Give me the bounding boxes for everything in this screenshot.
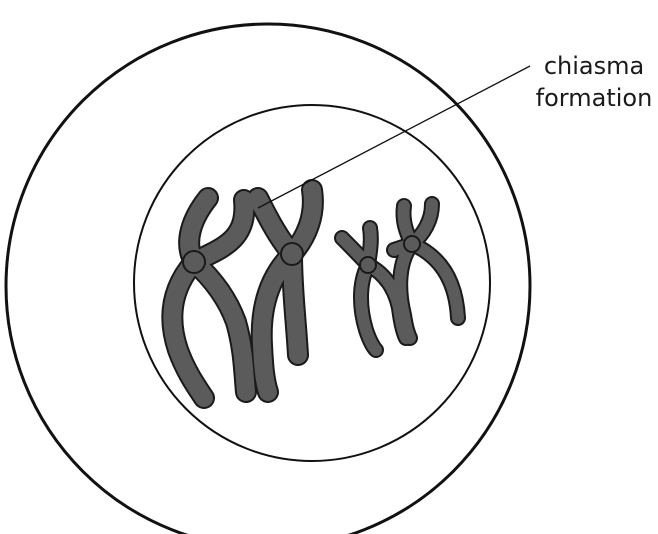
chromatid-fill — [292, 254, 298, 355]
large-homologous-pair — [172, 190, 313, 398]
label-formation: formation — [536, 84, 653, 112]
centromere — [281, 243, 303, 265]
centromere — [360, 257, 376, 273]
centromere — [404, 236, 420, 252]
label-chiasma: chiasma — [544, 52, 644, 80]
chromatid-fill — [400, 244, 412, 338]
leader-line — [258, 66, 530, 208]
chromatid-fill — [194, 262, 246, 392]
small-homologous-pair — [342, 204, 458, 350]
centromere — [183, 251, 205, 273]
